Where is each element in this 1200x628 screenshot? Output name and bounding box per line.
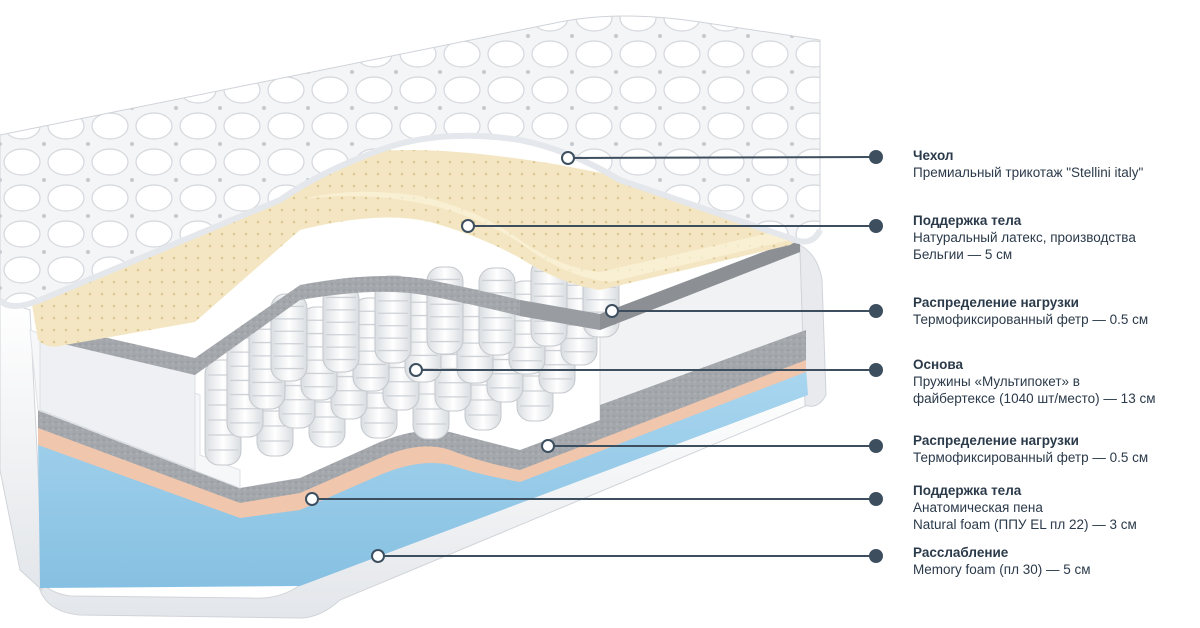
leader-lines	[305, 150, 883, 563]
layer-description: Анатомическая пена	[913, 500, 1043, 515]
layer-description: Термофиксированный фетр — 0.5 см	[913, 450, 1149, 465]
layer-title: Основа	[913, 357, 964, 372]
leader-dot	[869, 363, 883, 377]
layer-description: Бельгии — 5 см	[913, 247, 1013, 262]
leader-dot	[869, 219, 883, 233]
layer-title: Расслабление	[913, 545, 1009, 560]
layer-title: Распределение нагрузки	[913, 295, 1079, 310]
layer-description: Премиальный трикотаж "Stellini italy"	[913, 165, 1144, 180]
latex-texture	[32, 150, 805, 347]
memory-foam-layer	[38, 368, 808, 588]
layer-description: Natural foam (ППУ EL пл 22) — 3 см	[913, 517, 1137, 532]
layer-description: Натуральный латекс, производства	[913, 230, 1136, 245]
layer-title: Поддержка тела	[913, 213, 1022, 228]
leader-dot	[409, 363, 423, 377]
spring-pocket	[322, 284, 360, 373]
leader-dot	[869, 549, 883, 563]
leader-dot	[605, 304, 619, 318]
spring-pocket	[374, 275, 412, 364]
leader-dot	[869, 439, 883, 453]
felt-cut-face	[600, 238, 800, 330]
felt-right-shelf	[520, 300, 600, 330]
right-edge-roll	[799, 244, 827, 407]
upper-felt-layer	[38, 238, 800, 375]
layer-title: Распределение нагрузки	[913, 433, 1079, 448]
spring-pocket	[426, 266, 464, 355]
layer-title: Поддержка тела	[913, 483, 1022, 498]
leader-dot	[305, 492, 319, 506]
leader-dot	[869, 150, 883, 164]
leader-dot	[561, 151, 575, 165]
layer-title: Чехол	[913, 148, 954, 163]
layer-description: файбертексе (1040 шт/место) — 13 см	[913, 391, 1156, 406]
mattress-left-side	[0, 299, 43, 592]
leader-dot	[371, 549, 385, 563]
leader-dot	[541, 439, 555, 453]
layer-description: Memory foam (пл 30) — 5 см	[913, 562, 1091, 577]
cover-edge-piping	[0, 132, 823, 309]
leader-dot	[869, 304, 883, 318]
leader-dot	[461, 219, 475, 233]
latex-top-face	[300, 191, 800, 282]
spring-pocket	[478, 267, 516, 356]
leader-line	[567, 156, 877, 159]
layer-description: Термофиксированный фетр — 0.5 см	[913, 312, 1149, 327]
leader-dot	[869, 492, 883, 506]
lower-felt-layer	[38, 330, 806, 503]
layer-description: Пружины «Мультипокет» в	[913, 374, 1080, 389]
